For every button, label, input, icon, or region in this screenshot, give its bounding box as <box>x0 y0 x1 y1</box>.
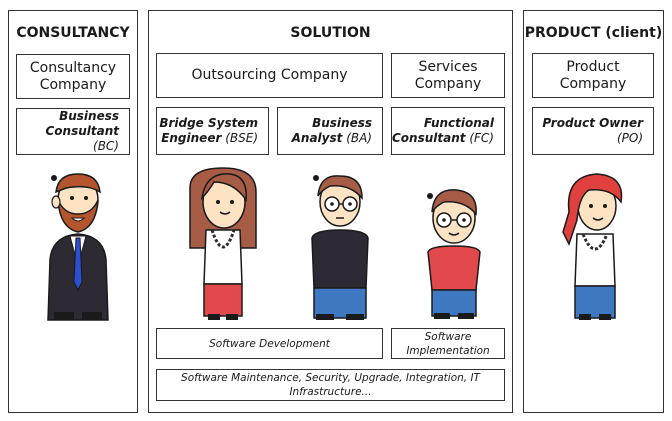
business-consultant-character <box>47 173 109 321</box>
fc-abbr: (FC) <box>469 131 494 145</box>
services-company-line2: Company <box>414 75 482 92</box>
functional-consultant-character <box>427 189 481 319</box>
outsourcing-company-box: Outsourcing Company <box>156 53 383 98</box>
bc-name: Business <box>59 109 119 123</box>
bridge-system-engineer-character <box>189 167 257 320</box>
product-heading: PRODUCT (client) <box>524 25 663 41</box>
bc-abbr: (BC) <box>93 139 119 153</box>
consultancy-company-line1: Consultancy <box>29 59 117 76</box>
software-implementation-line1: Software <box>424 330 472 343</box>
bse-abbr: (BSE) <box>225 131 258 145</box>
maintenance-box: Software Maintenance, Security, Upgrade,… <box>156 369 505 401</box>
bse-name: Bridge System <box>159 116 258 130</box>
po-abbr: (PO) <box>616 131 643 145</box>
fc-name2: Consultant <box>392 131 466 145</box>
bse-name2: Engineer <box>161 131 222 145</box>
outsourcing-company-label: Outsourcing Company <box>191 67 348 83</box>
fc-name: Functional <box>423 116 494 130</box>
maintenance-label: Software Maintenance, Security, Upgrade,… <box>181 372 480 398</box>
software-development-label: Software Development <box>209 337 330 350</box>
product-company-line2: Company <box>559 75 627 92</box>
consultancy-heading: CONSULTANCY <box>16 25 130 41</box>
ba-abbr: (BA) <box>346 131 372 145</box>
ba-name2: Analyst <box>291 131 343 145</box>
product-company-line1: Product <box>566 58 620 75</box>
ba-name: Business <box>312 116 372 130</box>
po-name: Product Owner <box>542 116 643 130</box>
software-development-box: Software Development <box>156 328 383 359</box>
business-analyst-character <box>311 175 369 320</box>
bc-name2: Consultant <box>45 124 119 138</box>
solution-heading: SOLUTION <box>290 25 371 41</box>
software-implementation-line2: Implementation <box>406 344 490 357</box>
consultancy-company-line2: Company <box>39 76 107 93</box>
services-company-line1: Services <box>418 58 478 75</box>
product-owner-character <box>562 173 623 320</box>
product-owner-box: Product Owner(PO) <box>532 107 654 155</box>
